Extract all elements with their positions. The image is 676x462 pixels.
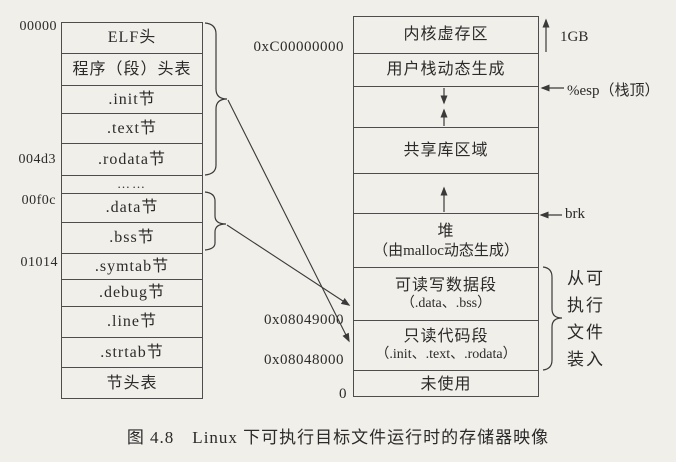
elf-row-symtab: .symtab节 — [62, 254, 202, 280]
elf-row-init: .init节 — [62, 86, 202, 114]
load-segments-brace — [542, 266, 563, 371]
elf-row-label: .rodata节 — [98, 150, 166, 168]
map-readwrite-arrow — [226, 224, 351, 306]
elf-row-label: ELF头 — [107, 29, 157, 46]
elf-readwrite-brace — [204, 191, 227, 251]
region-label: 堆 — [437, 222, 455, 240]
region-heap-growth-gap — [354, 174, 538, 214]
elf-row-section-header-table: 节头表 — [62, 368, 202, 400]
elf-row-header: ELF头 — [62, 23, 202, 54]
region-sublabel: （由malloc动态生成） — [373, 242, 519, 259]
address-label-0x08049000: 0x08049000 — [264, 312, 344, 328]
region-heap: 堆 （由malloc动态生成） — [354, 214, 538, 268]
elf-row-ellipsis: …… — [62, 176, 202, 194]
file-offset-label-00000: 00000 — [19, 19, 57, 34]
figure-caption: 图 4.8 Linux 下可执行目标文件运行时的存储器映像 — [126, 428, 550, 447]
region-label: 共享库区域 — [403, 141, 489, 159]
elf-row-label: .init节 — [108, 90, 156, 108]
region-unused: 未使用 — [354, 371, 538, 398]
elf-file-table: ELF头 程序（段）头表 .init节 .text节 .rodata节 …… .… — [61, 22, 203, 399]
elf-row-label: .data节 — [105, 199, 159, 216]
esp-pointer-label: %esp（栈顶） — [567, 83, 660, 99]
elf-row-data: .data节 — [62, 194, 202, 223]
elf-row-bss: .bss节 — [62, 223, 202, 254]
load-note-line: 执行 — [567, 296, 605, 315]
file-offset-label-01014: 01014 — [20, 255, 58, 270]
region-label: 内核虚存区 — [403, 26, 489, 43]
region-stack-growth-gap — [354, 87, 538, 128]
address-label-0: 0 — [339, 386, 347, 402]
region-kernel: 内核虚存区 — [354, 17, 538, 54]
region-label: 可读写数据段 — [394, 276, 497, 294]
memory-image-table: 内核虚存区 用户栈动态生成 共享库区域 堆 （由malloc动态生成） 可读写数… — [353, 16, 539, 397]
region-user-stack: 用户栈动态生成 — [354, 54, 538, 87]
region-rw-data-segment: 可读写数据段 （.data、.bss） — [354, 268, 538, 321]
elf-row-rodata: .rodata节 — [62, 144, 202, 176]
elf-row-debug: .debug节 — [62, 280, 202, 307]
load-from-executable-note: 从可 执行 文件 装入 — [567, 265, 605, 373]
brk-pointer-label: brk — [565, 206, 585, 222]
elf-row-label: .line节 — [107, 313, 157, 330]
file-offset-label-00f0c: 00f0c — [21, 193, 56, 208]
elf-row-label: .strtab节 — [100, 343, 164, 361]
region-shared-libs: 共享库区域 — [354, 128, 538, 174]
elf-row-label: 程序（段）头表 — [72, 60, 192, 78]
elf-row-line: .line节 — [62, 307, 202, 338]
elf-row-label: …… — [117, 176, 147, 192]
region-label: 用户栈动态生成 — [386, 61, 506, 78]
region-ro-code-segment: 只读代码段 （.init、.text、.rodata） — [354, 321, 538, 371]
elf-row-label: .text节 — [107, 119, 157, 137]
address-label-0x08048000: 0x08048000 — [264, 352, 344, 368]
load-note-line: 装入 — [567, 350, 605, 369]
kernel-size-label: 1GB — [560, 29, 589, 45]
region-sublabel: （.data、.bss） — [400, 295, 492, 311]
region-label: 未使用 — [420, 375, 472, 393]
elf-row-label: .symtab节 — [94, 257, 170, 275]
region-label: 只读代码段 — [403, 328, 489, 346]
region-sublabel: （.init、.text、.rodata） — [375, 347, 517, 363]
elf-row-text: .text节 — [62, 114, 202, 144]
elf-row-label: .debug节 — [98, 284, 166, 301]
elf-row-strtab: .strtab节 — [62, 338, 202, 368]
address-label-0xC00000000: 0xC00000000 — [253, 39, 344, 55]
map-readonly-arrow — [227, 99, 350, 343]
load-note-line: 从可 — [567, 269, 605, 288]
elf-row-label: 节头表 — [106, 375, 158, 392]
load-note-line: 文件 — [567, 323, 605, 342]
elf-row-label: .bss节 — [109, 229, 155, 246]
elf-row-program-header-table: 程序（段）头表 — [62, 54, 202, 86]
file-offset-label-004d3: 004d3 — [18, 152, 56, 167]
